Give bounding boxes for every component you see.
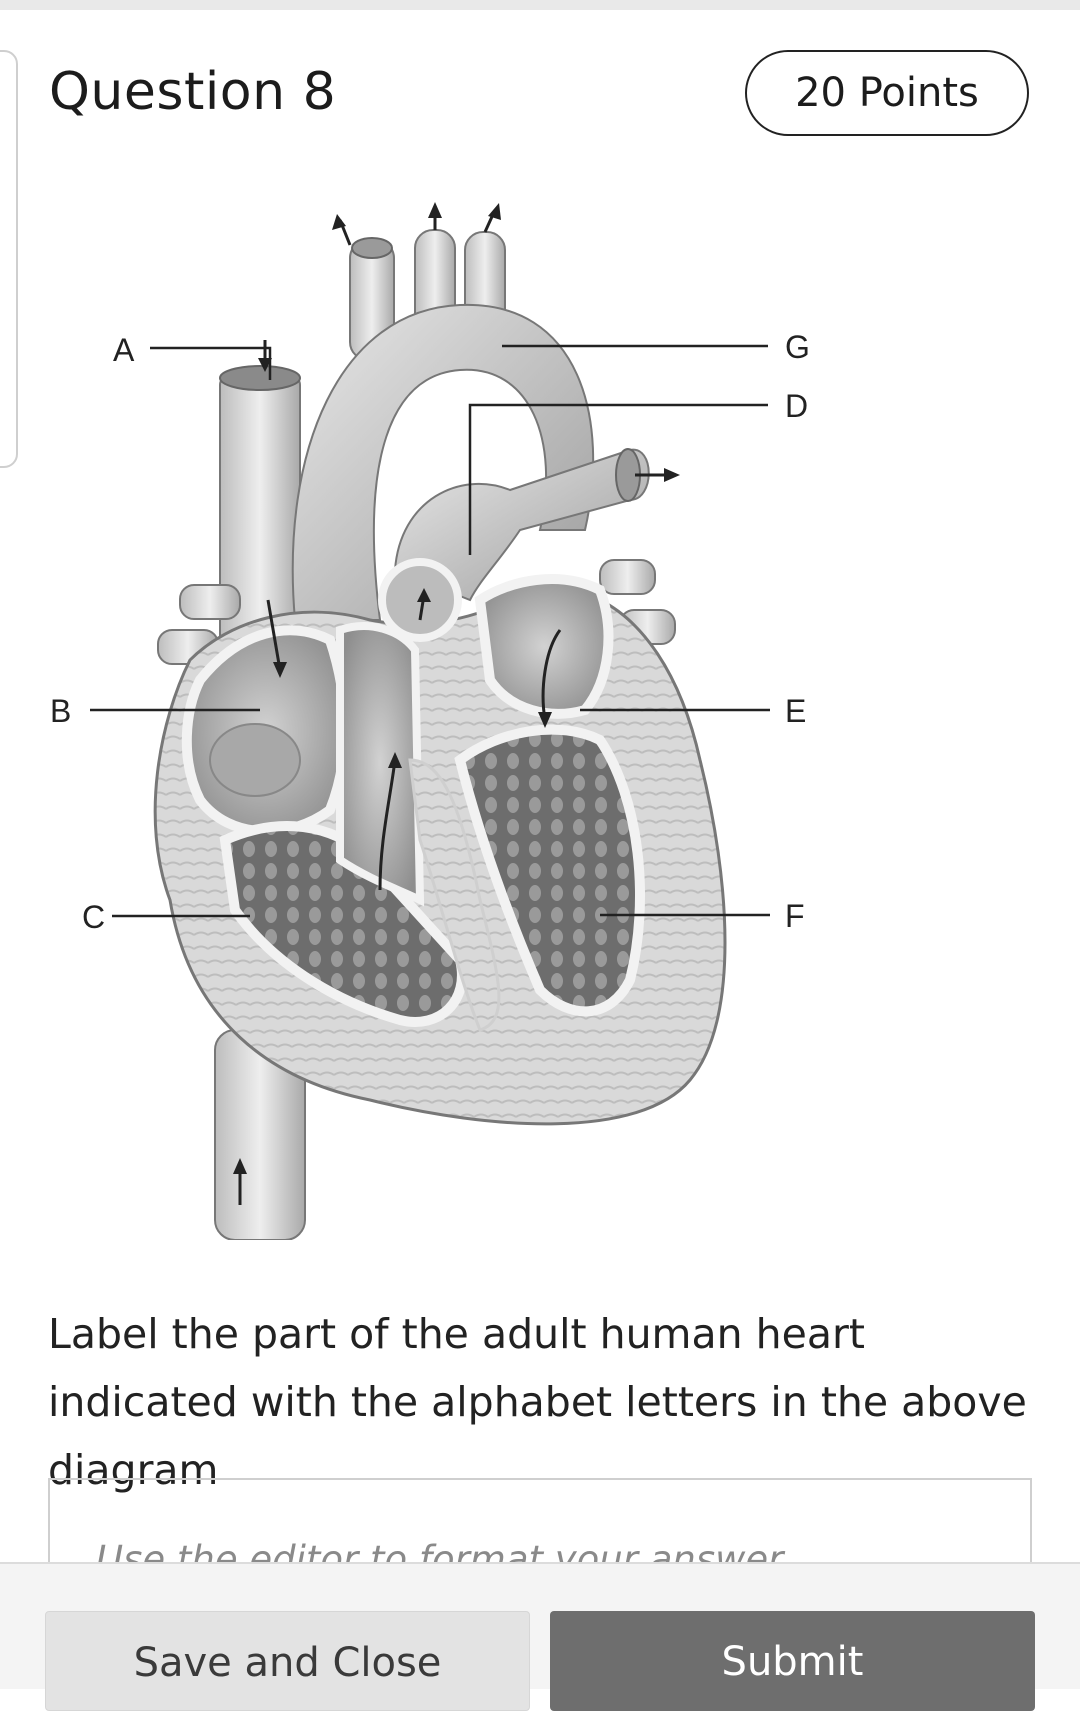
footer-bar: Save and Close Submit <box>0 1562 1080 1711</box>
left-ventricle <box>454 724 645 1017</box>
question-title: Question 8 <box>49 62 337 122</box>
save-and-close-button[interactable]: Save and Close <box>45 1611 530 1711</box>
label-b: B <box>50 693 71 729</box>
points-badge: 20 Points <box>745 50 1029 136</box>
heart-diagram: A B C D E F G <box>50 202 810 1240</box>
top-divider <box>0 0 1080 10</box>
label-g: G <box>785 329 810 365</box>
question-prompt: Label the part of the adult human heart … <box>48 1310 1027 1494</box>
label-c: C <box>82 899 105 935</box>
label-f: F <box>785 898 805 934</box>
side-panel-tab[interactable] <box>0 50 18 468</box>
label-a: A <box>113 332 135 368</box>
left-atrium <box>474 574 614 719</box>
right-ventricle <box>219 821 467 1027</box>
pulmonary-artery <box>393 448 650 602</box>
submit-button[interactable]: Submit <box>550 1611 1035 1711</box>
label-d: D <box>785 388 808 424</box>
label-e: E <box>785 693 806 729</box>
